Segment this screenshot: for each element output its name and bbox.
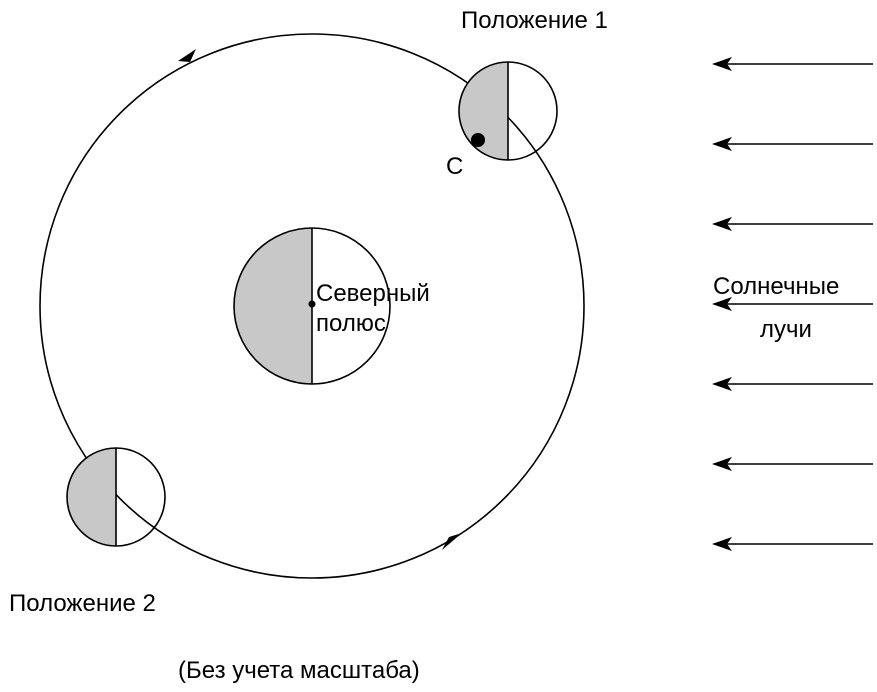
sun-ray — [712, 137, 873, 151]
planet-position-1 — [458, 61, 558, 161]
orbit-direction-arrow-bottom — [442, 533, 462, 550]
scale-note: (Без учета масштаба) — [178, 657, 420, 684]
orbit-path — [39, 33, 585, 579]
planet-position-2-night-side — [67, 448, 116, 546]
central-planet — [233, 227, 391, 385]
position-1-label: Положение 1 — [461, 7, 608, 34]
sun-ray — [712, 537, 873, 551]
point-c-dot — [471, 133, 485, 147]
planet-position-1-night-side — [459, 62, 508, 160]
sun-ray — [712, 297, 873, 311]
sun-ray — [712, 457, 873, 471]
sun-rays-label: Солнечные — [713, 273, 839, 300]
north-pole-dot — [308, 300, 316, 308]
position-2-label: Положение 2 — [9, 590, 156, 617]
north-pole-label: Северный — [316, 280, 430, 307]
sun-ray — [712, 217, 873, 231]
central-planet-night-side — [234, 228, 312, 384]
sun-rays — [712, 57, 873, 551]
sun-ray — [712, 57, 873, 71]
sun-rays-label: лучи — [760, 316, 812, 343]
planet-position-2 — [66, 447, 166, 547]
north-pole-label: полюс — [316, 310, 386, 337]
point-c-label: С — [446, 153, 463, 180]
sun-ray — [712, 377, 873, 391]
orbit-direction-arrow-top — [178, 49, 196, 62]
